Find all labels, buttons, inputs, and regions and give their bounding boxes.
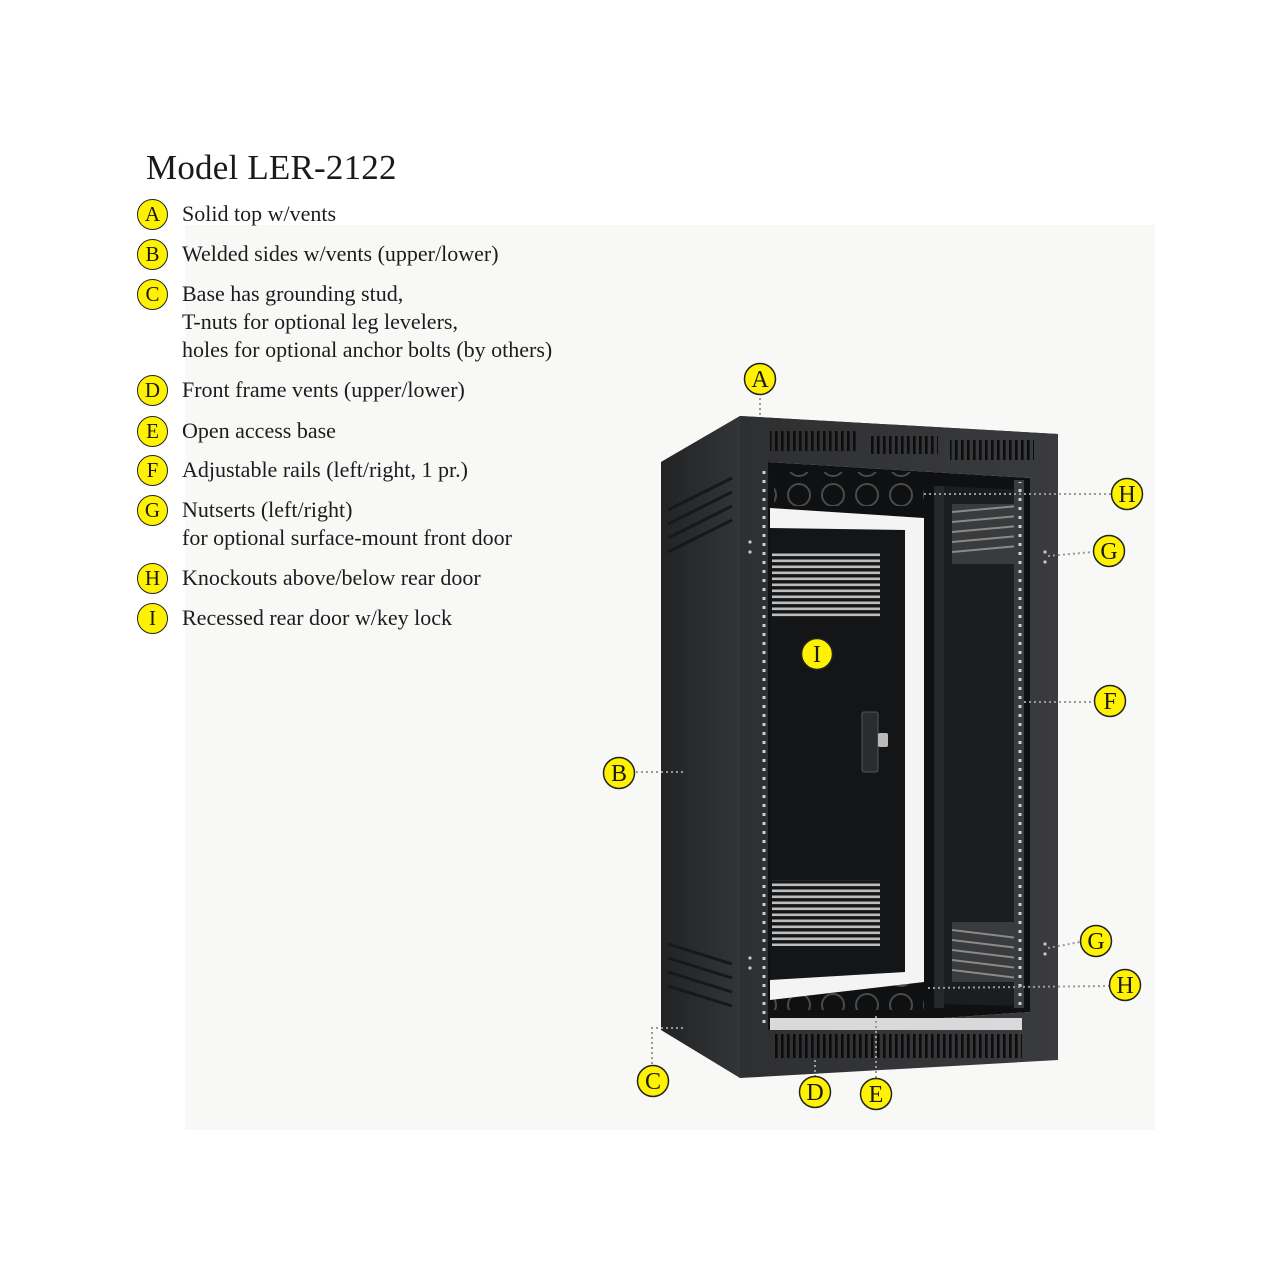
svg-text:G: G	[1087, 929, 1104, 955]
callout-c: C	[636, 1064, 670, 1098]
legend-text: Base has grounding stud, T-nuts for opti…	[182, 281, 553, 362]
legend-text: Solid top w/vents	[182, 201, 337, 226]
callout-f: F	[1093, 684, 1127, 718]
rear-door	[770, 528, 905, 980]
legend-badge: G	[137, 495, 168, 526]
svg-text:H: H	[1116, 973, 1133, 999]
callout-h-upper: H	[1110, 477, 1144, 511]
door-handle	[861, 711, 879, 773]
legend-text: Nutserts (left/right) for optional surfa…	[182, 497, 512, 550]
legend-badge: H	[137, 563, 168, 594]
legend-text: Knockouts above/below rear door	[182, 565, 481, 590]
legend-text: Front frame vents (upper/lower)	[182, 377, 465, 402]
legend-text: Open access base	[182, 418, 336, 443]
callout-b: B	[602, 756, 636, 790]
callout-d: D	[798, 1075, 832, 1109]
legend-badge: F	[137, 455, 168, 486]
svg-text:B: B	[611, 761, 627, 787]
legend-text: Adjustable rails (left/right, 1 pr.)	[182, 457, 468, 482]
legend-badge: E	[137, 416, 168, 447]
side-vents	[667, 476, 733, 1008]
model-title: Model LER-2122	[146, 148, 397, 187]
svg-text:I: I	[813, 642, 821, 668]
side-panel	[661, 416, 740, 1078]
legend-text: Recessed rear door w/key lock	[182, 605, 453, 630]
callout-g-upper: G	[1092, 534, 1126, 568]
legend-badge: A	[137, 199, 168, 230]
legend-text: Welded sides w/vents (upper/lower)	[182, 241, 499, 266]
top-frame-vents	[770, 431, 1034, 460]
nutserts	[748, 540, 1047, 970]
legend-badge: C	[137, 279, 168, 310]
top-knockouts	[774, 472, 924, 506]
callout-g-lower: G	[1079, 924, 1113, 958]
callout-h-lower: H	[1108, 968, 1142, 1002]
callout-e: E	[859, 1077, 893, 1111]
svg-text:A: A	[751, 367, 769, 393]
interior-rear-wall	[940, 486, 1022, 1006]
bottom-frame-vents	[772, 1034, 1022, 1058]
interior-rails	[934, 486, 1019, 1008]
key-lock-icon	[878, 733, 888, 747]
legend-badge: D	[137, 375, 168, 406]
legend-badge: B	[137, 239, 168, 270]
base-opening	[770, 1018, 1022, 1030]
legend-badge: I	[137, 603, 168, 634]
callout-a: A	[743, 362, 777, 396]
svg-text:G: G	[1100, 539, 1117, 565]
left-rack-rail	[762, 466, 770, 1026]
callout-i: I	[800, 637, 834, 671]
svg-text:F: F	[1103, 689, 1116, 715]
door-upper-vents	[772, 552, 880, 618]
svg-text:D: D	[806, 1080, 823, 1106]
door-lower-vents	[772, 880, 880, 946]
svg-text:C: C	[645, 1069, 661, 1095]
svg-text:H: H	[1118, 482, 1135, 508]
svg-text:E: E	[869, 1082, 884, 1108]
leader-lines	[636, 393, 1112, 1078]
